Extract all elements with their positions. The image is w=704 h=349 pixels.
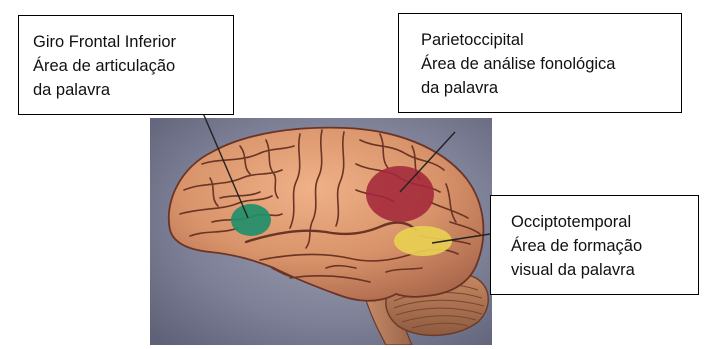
occipitotemporal-area [394,226,452,256]
frontal-callout-object: da palavra [33,81,111,99]
parietal-callout-object: da palavra [421,79,499,97]
occipital-callout-object: visual da palavra [511,261,635,279]
occipital-callout-function: Área de formação [511,237,643,255]
frontal-callout-function: Área de articulação [33,57,176,75]
frontal-callout-title: Giro Frontal Inferior [33,33,177,51]
occipital-callout: Occiptotemporal Área de formação visual … [490,195,699,295]
occipital-callout-title: Occiptotemporal [511,213,632,231]
parietal-callout-function: Área de análise fonológica [421,55,616,73]
frontal-area [231,204,271,236]
brain-illustration [150,118,492,345]
parietal-callout-title: Parietoccipital [421,31,524,49]
parietoccipital-area [366,166,434,222]
brain-image [150,118,492,345]
parietal-callout: Parietoccipital Área de análise fonológi… [398,13,682,113]
frontal-callout: Giro Frontal Inferior Área de articulaçã… [18,15,234,115]
